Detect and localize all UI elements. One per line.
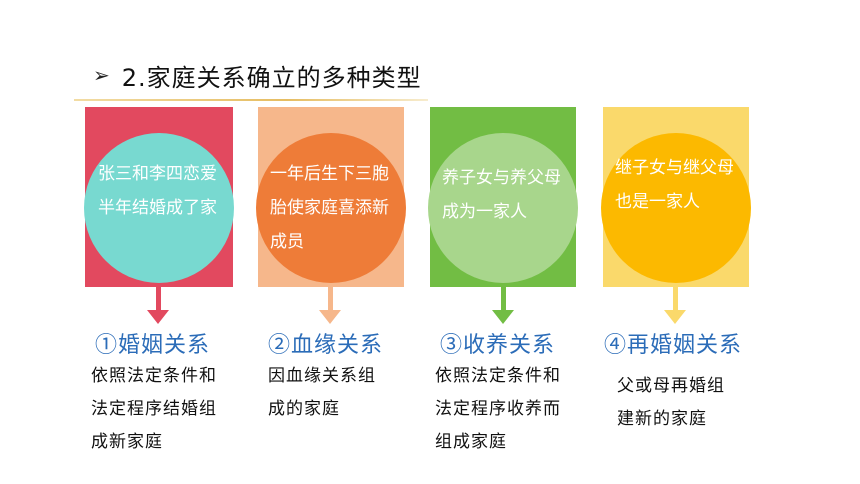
down-arrow-head-icon [319, 310, 341, 324]
card-remarriage-circle: 继子女与继父母也是一家人 [601, 133, 751, 283]
down-arrow-icon [501, 283, 506, 312]
card-blood-circle: 一年后生下三胞胎使家庭喜添新成员 [256, 133, 406, 283]
down-arrow-head-icon [492, 310, 514, 324]
card-remarriage-label: ④再婚姻关系 [604, 333, 743, 358]
down-arrow-icon [673, 283, 678, 312]
slide-title: ➢ 2.家庭关系确立的多种类型 [93, 58, 422, 92]
title-text: 2.家庭关系确立的多种类型 [121, 63, 422, 92]
title-underline [74, 99, 428, 101]
card-adoption-circle: 养子女与养父母成为一家人 [428, 133, 578, 283]
card-marriage-description: 依照法定条件和法定程序结婚组成新家庭 [91, 366, 217, 452]
down-arrow-icon [156, 283, 161, 312]
card-remarriage-description: 父或母再婚组建新的家庭 [617, 376, 725, 429]
down-arrow-head-icon [147, 310, 169, 324]
card-marriage-circle: 张三和李四恋爱半年结婚成了家 [84, 133, 234, 283]
down-arrow-icon [328, 283, 333, 312]
down-arrow-head-icon [664, 310, 686, 324]
card-blood-description: 因血缘关系组成的家庭 [268, 366, 376, 419]
card-blood-label: ②血缘关系 [268, 333, 384, 358]
card-blood-circle-text: 一年后生下三胞胎使家庭喜添新成员 [270, 164, 389, 252]
card-marriage-circle-text: 张三和李四恋爱半年结婚成了家 [98, 164, 217, 218]
card-adoption-label: ③收养关系 [440, 333, 556, 358]
card-adoption-description: 依照法定条件和法定程序收养而组成家庭 [435, 366, 561, 452]
card-marriage-label: ①婚姻关系 [95, 333, 211, 358]
arrow-bullet-icon: ➢ [93, 63, 110, 87]
card-adoption-circle-text: 养子女与养父母成为一家人 [442, 168, 561, 222]
card-remarriage-circle-text: 继子女与继父母也是一家人 [615, 158, 734, 212]
